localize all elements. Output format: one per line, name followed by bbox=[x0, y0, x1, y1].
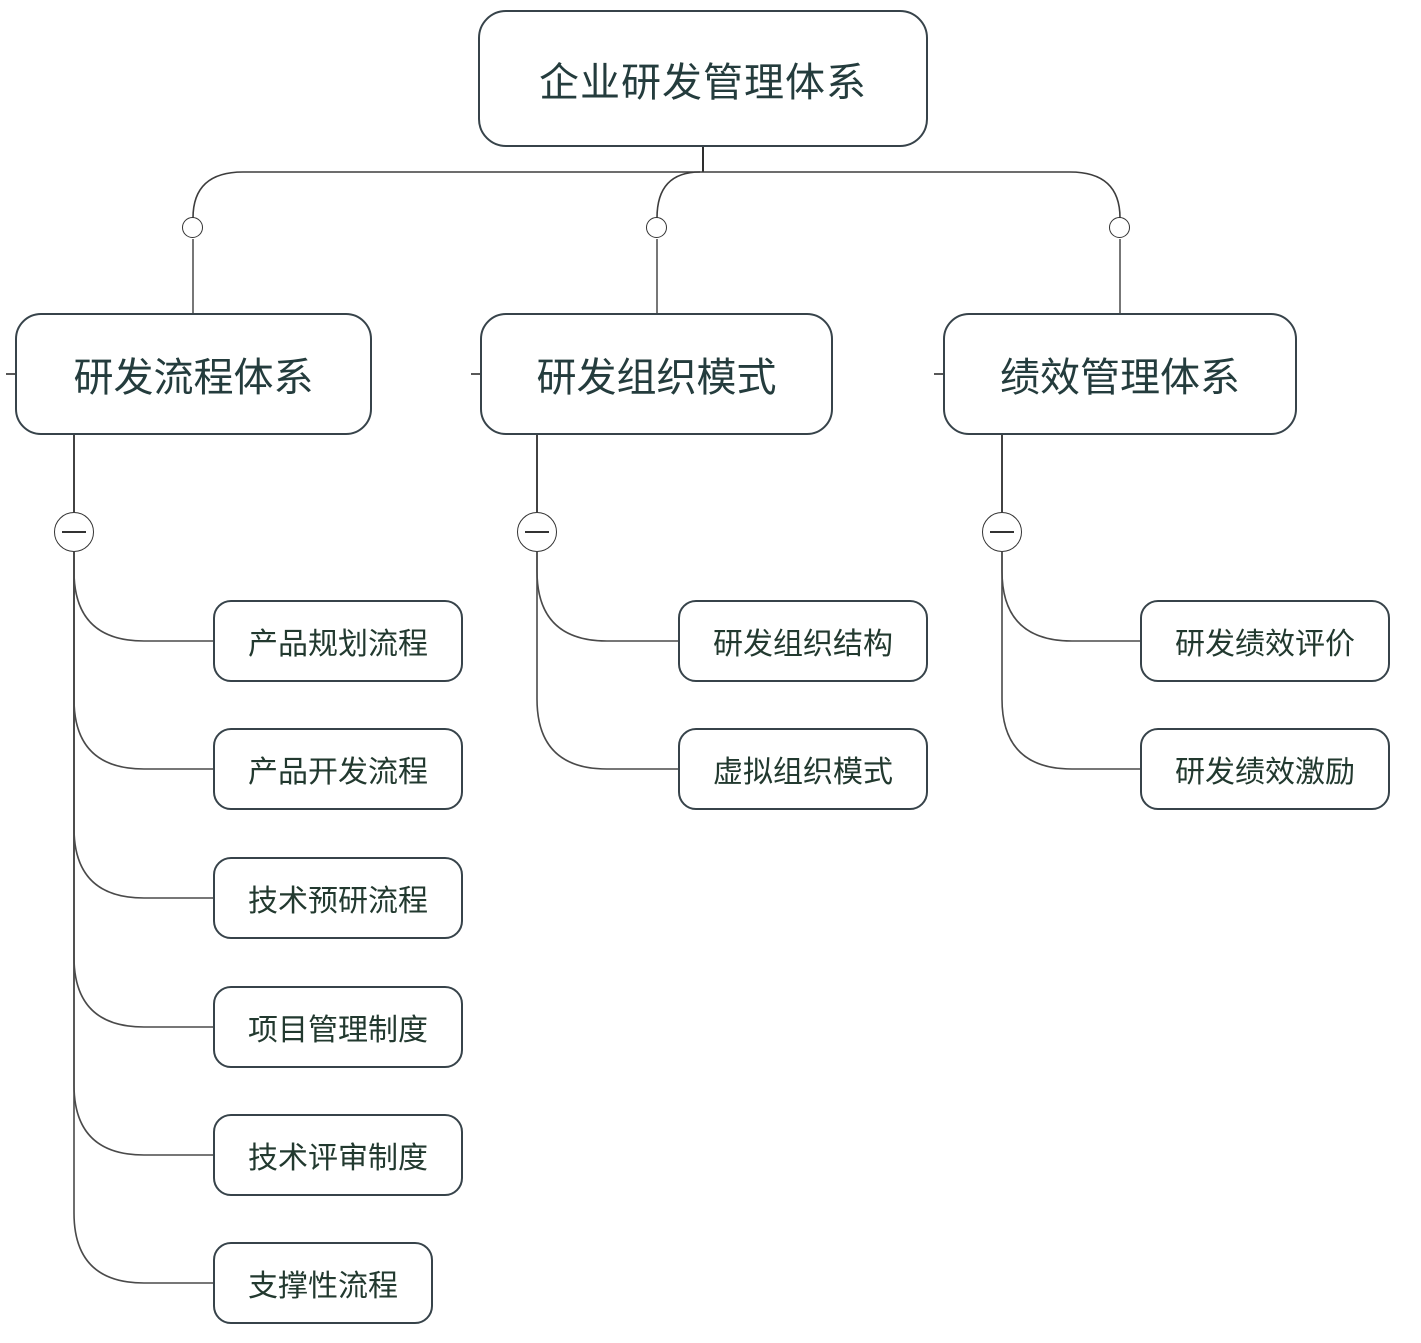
edge-leaf-1-6 bbox=[73, 552, 213, 1284]
branch-node-3[interactable]: 绩效管理体系 bbox=[943, 313, 1297, 435]
collapse-button-branch-1[interactable] bbox=[54, 512, 94, 552]
collapse-button-branch-2[interactable] bbox=[517, 512, 557, 552]
junction-dot-branch-1 bbox=[182, 217, 203, 238]
leaf-node-1-3[interactable]: 技术预研流程 bbox=[213, 857, 463, 939]
edge-leaf-2-2 bbox=[536, 552, 678, 770]
junction-dot-branch-2 bbox=[646, 217, 667, 238]
branch-node-2[interactable]: 研发组织模式 bbox=[480, 313, 833, 435]
leaf-node-2-1[interactable]: 研发组织结构 bbox=[678, 600, 928, 682]
branch-node-1[interactable]: 研发流程体系 bbox=[15, 313, 372, 435]
junction-dot-branch-3 bbox=[1109, 217, 1130, 238]
minus-icon bbox=[62, 531, 86, 533]
edge-leaf-3-2 bbox=[1001, 552, 1140, 770]
root-node[interactable]: 企业研发管理体系 bbox=[478, 10, 928, 147]
leaf-node-1-1[interactable]: 产品规划流程 bbox=[213, 600, 463, 682]
edge-rail-middle-drop bbox=[656, 171, 701, 219]
edge-leaf-1-2 bbox=[73, 552, 213, 770]
minus-icon bbox=[990, 531, 1014, 533]
leaf-node-1-4[interactable]: 项目管理制度 bbox=[213, 986, 463, 1068]
leaf-node-1-6[interactable]: 支撑性流程 bbox=[213, 1242, 433, 1324]
leaf-node-1-2[interactable]: 产品开发流程 bbox=[213, 728, 463, 810]
edge-leaf-3-1 bbox=[1001, 552, 1140, 642]
edge-rail bbox=[192, 171, 1121, 219]
edge-leaf-1-3 bbox=[73, 552, 213, 899]
leaf-node-3-2[interactable]: 研发绩效激励 bbox=[1140, 728, 1390, 810]
minus-icon bbox=[525, 531, 549, 533]
edge-leaf-1-4 bbox=[73, 552, 213, 1028]
edge-leaf-2-1 bbox=[536, 552, 678, 642]
leaf-node-1-5[interactable]: 技术评审制度 bbox=[213, 1114, 463, 1196]
collapse-button-branch-3[interactable] bbox=[982, 512, 1022, 552]
edge-leaf-1-5 bbox=[73, 552, 213, 1156]
edge-leaf-1-1 bbox=[73, 552, 213, 642]
leaf-node-3-1[interactable]: 研发绩效评价 bbox=[1140, 600, 1390, 682]
leaf-node-2-2[interactable]: 虚拟组织模式 bbox=[678, 728, 928, 810]
